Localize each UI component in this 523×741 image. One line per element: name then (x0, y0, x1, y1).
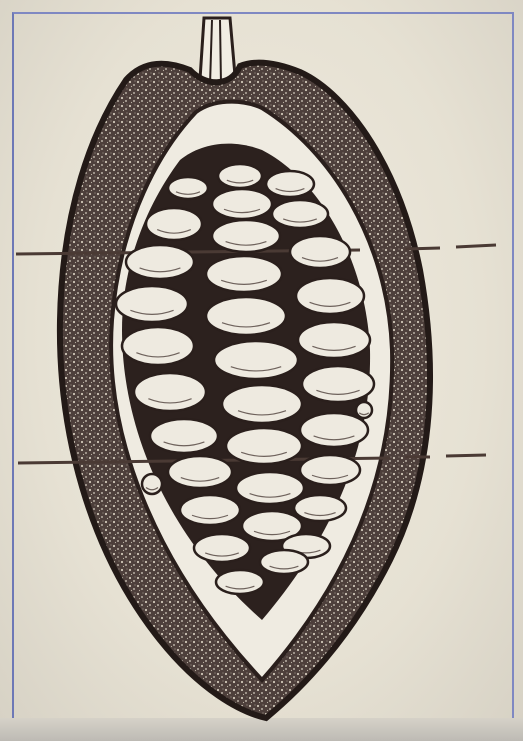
cocoa-bean (216, 570, 264, 594)
cocoa-bean (142, 474, 162, 494)
cocoa-bean (206, 256, 282, 292)
cocoa-bean (218, 164, 262, 188)
cocoa-bean (290, 236, 350, 268)
cocoa-bean (214, 341, 298, 379)
cocoa-bean (272, 200, 328, 228)
cocoa-bean (236, 472, 304, 504)
cocoa-bean (194, 534, 250, 562)
cocoa-bean (222, 385, 302, 423)
cocoa-bean (206, 297, 286, 335)
cocoa-bean (300, 455, 360, 485)
cocoa-bean (168, 456, 232, 488)
cocoa-bean (122, 327, 194, 365)
cocoa-bean (168, 177, 208, 199)
cocoa-bean (302, 366, 374, 402)
cocoa-bean (150, 419, 218, 453)
cocoa-bean (298, 322, 370, 358)
cocoa-bean (266, 171, 314, 197)
cocoa-bean (212, 189, 272, 219)
cocoa-bean (180, 495, 240, 525)
cocoa-bean (356, 402, 372, 418)
cocoa-bean (226, 428, 302, 464)
cocoa-bean (300, 413, 368, 447)
cocoa-bean (116, 286, 188, 322)
cocoa-bean (126, 245, 194, 279)
cocoa-bean (260, 550, 308, 574)
cocoa-bean (212, 220, 280, 252)
cocoa-bean (134, 373, 206, 411)
cocoa-bean (296, 278, 364, 314)
cocoa-bean (146, 208, 202, 240)
cocoa-bean (294, 495, 346, 521)
